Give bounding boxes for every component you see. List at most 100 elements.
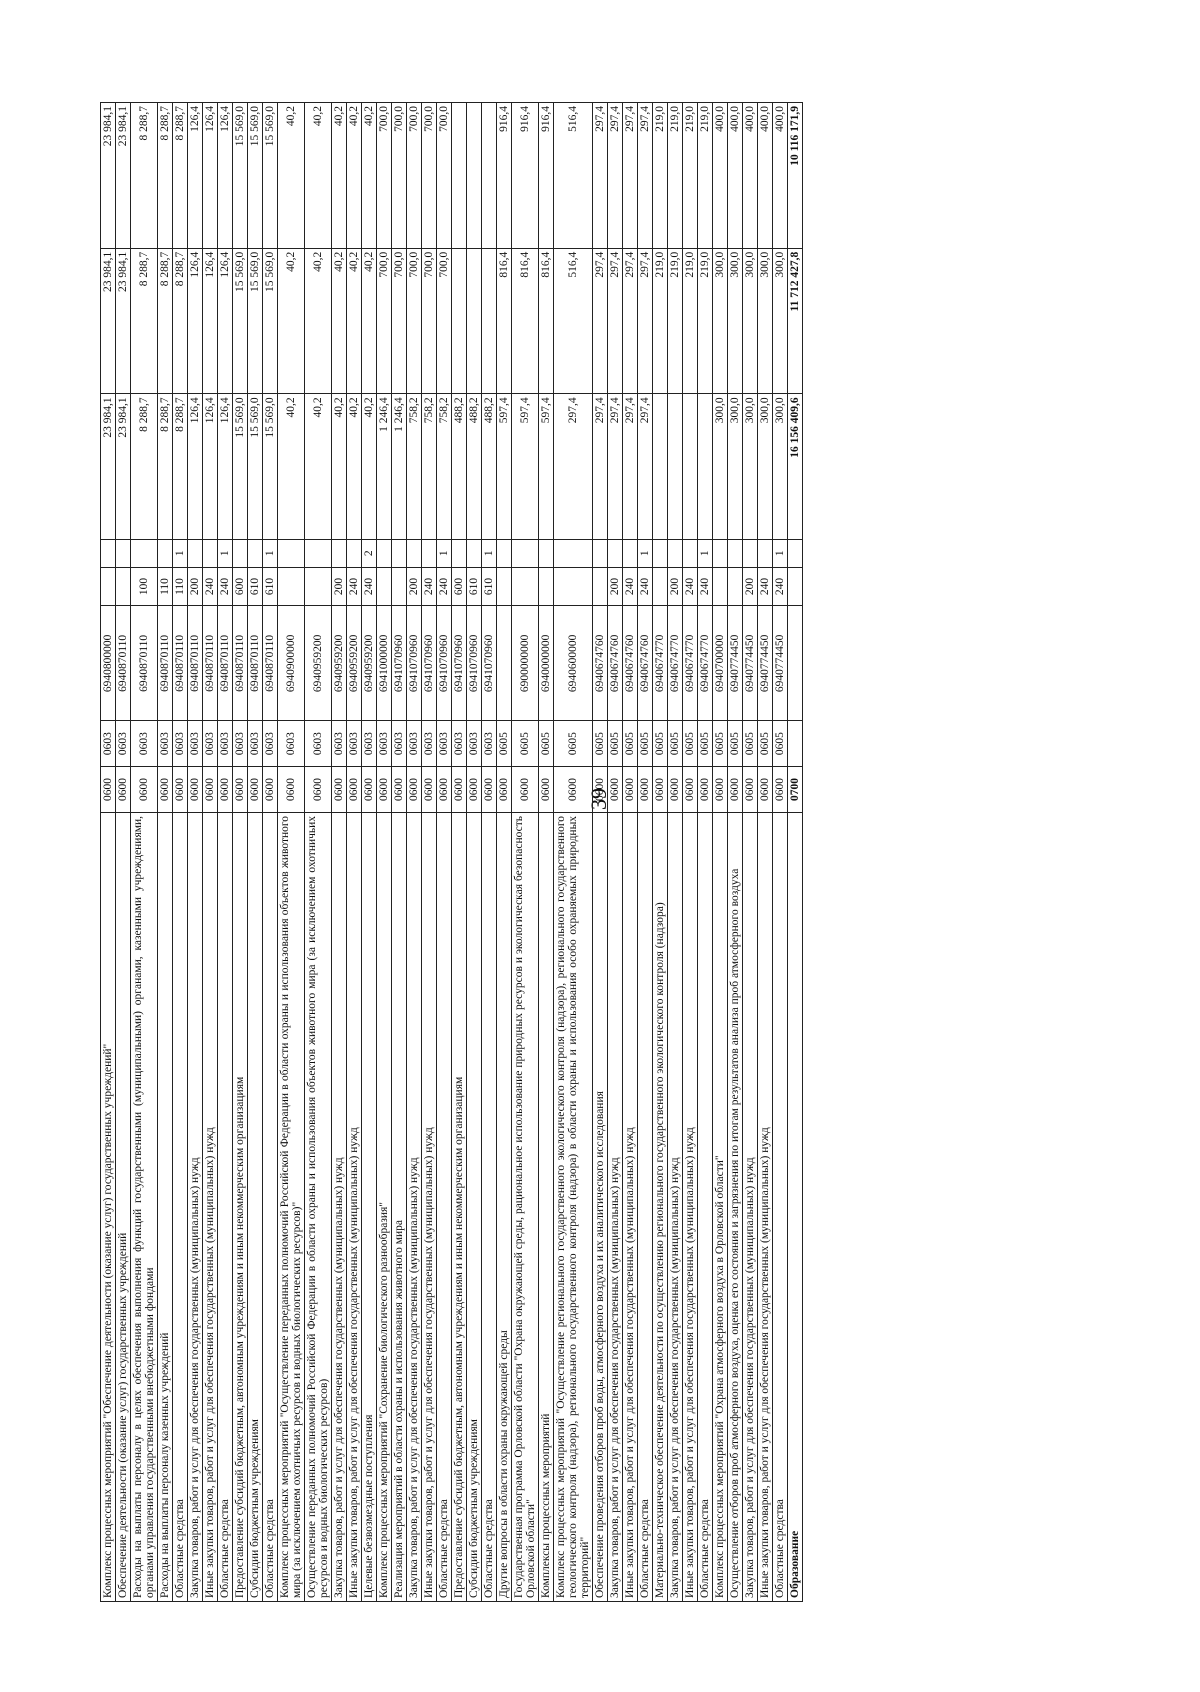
- source-code-cell: [451, 539, 467, 568]
- source-code-cell: [466, 539, 482, 568]
- gr-code-cell: 0600: [727, 766, 743, 813]
- amount-year1-cell: 297,4: [592, 393, 608, 540]
- amount-year1-cell: 8 288,7: [130, 393, 158, 540]
- expense-type-cell: 200: [742, 567, 758, 606]
- gr-code-cell: 0600: [376, 766, 392, 813]
- expense-type-cell: 610: [481, 567, 497, 606]
- amount-year2-cell: 300,0: [712, 248, 728, 394]
- gr-code-cell: 0600: [406, 766, 422, 813]
- amount-year2-cell: 816,4: [496, 248, 512, 394]
- amount-year1-cell: 300,0: [712, 393, 728, 540]
- amount-year2-cell: 300,0: [742, 248, 758, 394]
- section-code-cell: 0605: [652, 720, 668, 767]
- expense-type-cell: 200: [187, 567, 203, 606]
- amount-year2-cell: [481, 248, 497, 394]
- expense-type-cell: 610: [247, 567, 263, 606]
- section-code-cell: 0605: [712, 720, 728, 767]
- expense-type-cell: 110: [172, 567, 188, 606]
- section-code-cell: 0605: [496, 720, 512, 767]
- expense-type-cell: [592, 567, 608, 606]
- target-article-cell: 6940000000: [538, 606, 554, 721]
- gr-code-cell: 0600: [538, 766, 554, 813]
- section-code-cell: 0605: [742, 720, 758, 767]
- amount-year2-cell: 816,4: [511, 248, 539, 394]
- section-code-cell: 0605: [772, 720, 788, 767]
- expense-type-cell: 600: [451, 567, 467, 606]
- expense-type-cell: 240: [436, 567, 452, 606]
- table-row: Закупка товаров, работ и услуг для обесп…: [331, 102, 347, 1602]
- table-row: Обеспечение проведения отборов проб воды…: [592, 102, 608, 1602]
- target-article-cell: 6900000000: [511, 606, 539, 721]
- expense-type-cell: [304, 567, 332, 606]
- gr-code-cell: 0600: [172, 766, 188, 813]
- target-article-cell: 6940870110: [187, 606, 203, 721]
- section-code-cell: 0605: [697, 720, 713, 767]
- gr-code-cell: 0600: [496, 766, 512, 813]
- section-code-cell: 0603: [406, 720, 422, 767]
- expense-type-cell: 100: [130, 567, 158, 606]
- target-article-cell: 6941070960: [466, 606, 482, 721]
- row-name-cell: Областные средства: [637, 812, 653, 1602]
- gr-code-cell: 0600: [637, 766, 653, 813]
- amount-year2-cell: 300,0: [772, 248, 788, 394]
- amount-year2-cell: 297,4: [622, 248, 638, 394]
- target-article-cell: 6940674760: [637, 606, 653, 721]
- amount-year2-cell: 40,2: [277, 248, 305, 394]
- expense-type-cell: 200: [331, 567, 347, 606]
- target-article-cell: 6940674760: [607, 606, 623, 721]
- expense-type-cell: [100, 567, 116, 606]
- section-code-cell: 0605: [757, 720, 773, 767]
- row-name-cell: Закупка товаров, работ и услуг для обесп…: [607, 812, 623, 1602]
- amount-year2-cell: 219,0: [667, 248, 683, 394]
- source-code-cell: [682, 539, 698, 568]
- section-code-cell: 0603: [130, 720, 158, 767]
- row-name-cell: Материально-техническое обеспечение деят…: [652, 812, 668, 1602]
- table-row: Закупка товаров, работ и услуг для обесп…: [607, 102, 623, 1602]
- expense-type-cell: 610: [466, 567, 482, 606]
- target-article-cell: 6941070960: [391, 606, 407, 721]
- expense-type-cell: 240: [346, 567, 362, 606]
- gr-code-cell: 0600: [622, 766, 638, 813]
- amount-year3-cell: 400,0: [742, 102, 758, 249]
- target-article-cell: 6940870110: [247, 606, 263, 721]
- amount-year3-cell: 40,2: [346, 102, 362, 249]
- amount-year1-cell: 40,2: [346, 393, 362, 540]
- section-code-cell: 0603: [361, 720, 377, 767]
- amount-year2-cell: 15 569,0: [247, 248, 263, 394]
- source-code-cell: [406, 539, 422, 568]
- section-code-cell: 0603: [232, 720, 248, 767]
- expense-type-cell: 240: [361, 567, 377, 606]
- table-row: Комплекс процессных мероприятий "Осущест…: [553, 102, 593, 1602]
- target-article-cell: 6940774450: [757, 606, 773, 721]
- row-name-cell: Иные закупки товаров, работ и услуг для …: [682, 812, 698, 1602]
- section-code-cell: 0603: [172, 720, 188, 767]
- section-code-cell: 0605: [622, 720, 638, 767]
- target-article-cell: [496, 606, 512, 721]
- section-code-cell: 0603: [376, 720, 392, 767]
- source-code-cell: 1: [262, 539, 278, 568]
- amount-year1-cell: 1 246,4: [376, 393, 392, 540]
- gr-code-cell: 0600: [697, 766, 713, 813]
- amount-year3-cell: 700,0: [421, 102, 437, 249]
- gr-code-cell: 0600: [130, 766, 158, 813]
- amount-year2-cell: 300,0: [727, 248, 743, 394]
- expense-type-cell: 240: [772, 567, 788, 606]
- amount-year2-cell: 23 984,1: [115, 248, 131, 394]
- amount-year1-cell: 40,2: [361, 393, 377, 540]
- amount-year3-cell: 8 288,7: [157, 102, 173, 249]
- target-article-cell: 6940774450: [742, 606, 758, 721]
- amount-year3-cell: 916,4: [511, 102, 539, 249]
- target-article-cell: 6940870110: [130, 606, 158, 721]
- section-code-cell: 0603: [421, 720, 437, 767]
- amount-year2-cell: [466, 248, 482, 394]
- amount-year1-cell: 126,4: [187, 393, 203, 540]
- source-code-cell: 1: [697, 539, 713, 568]
- row-name-cell: Предоставление субсидий бюджетным, автон…: [232, 812, 248, 1602]
- section-code-cell: 0605: [592, 720, 608, 767]
